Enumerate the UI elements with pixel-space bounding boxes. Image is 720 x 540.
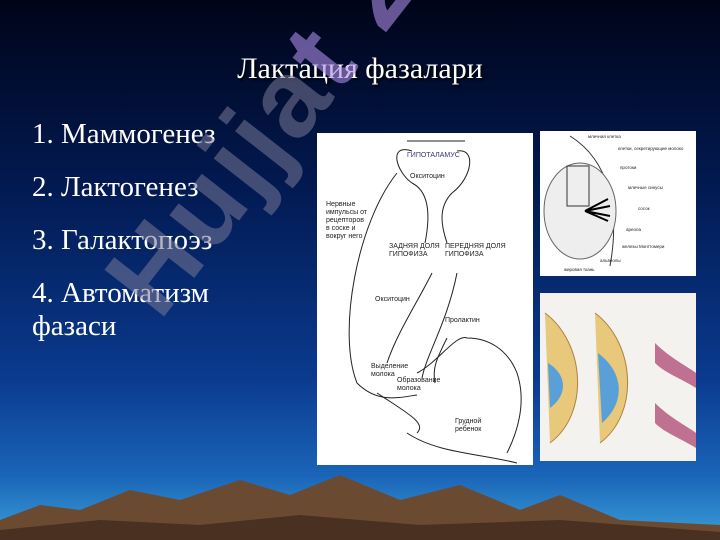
label: ареола (626, 227, 642, 232)
label-hypothalamus: ГИПОТАЛАМУС (407, 152, 460, 159)
label-prolactin: Пролактин (445, 317, 480, 324)
label-oxytocin-2: Окситоцин (375, 296, 410, 303)
breast-development-illustration (540, 293, 696, 461)
label-oxytocin: Окситоцин (410, 173, 445, 180)
label: протоки (620, 165, 637, 170)
list-item: 4. Автоматизм фазаси (32, 277, 210, 342)
label: железы Монтгомери (622, 244, 665, 249)
label: млечные синусы (628, 185, 663, 190)
list-item: 1. Маммогенез (32, 118, 216, 150)
list-item: 3. Галактопоэз (32, 224, 213, 256)
label: сосок (638, 206, 650, 211)
slide-title: Лактация фазалари (237, 52, 483, 85)
lactation-reflex-diagram: ГИПОТАЛАМУС Окситоцин Нервные импульсы о… (317, 133, 533, 465)
breast-drawing (543, 135, 617, 267)
label-milk-formation: Образование молока (397, 377, 441, 392)
mountains-decoration (0, 475, 720, 540)
phase-list: 1. Маммогенез 2. Лактогенез 3. Галактопо… (32, 118, 292, 343)
list-item: 2. Лактогенез (32, 171, 199, 203)
label-anterior-pituitary: ПЕРЕДНЯЯ ДОЛЯ ГИПОФИЗА (445, 243, 506, 258)
label-infant: Грудной ребенок (455, 418, 482, 433)
label-nerve-impulses: Нервные импульсы от рецепторов в соске и… (326, 201, 368, 240)
diagram-lines (348, 140, 522, 464)
label-posterior-pituitary: ЗАДНЯЯ ДОЛЯ ГИПОФИЗА (389, 243, 440, 258)
label: жировая ткань (564, 267, 595, 272)
breast-anatomy-diagram: млечная клетка клетки, секретирующие мол… (540, 131, 696, 276)
label-milk-ejection: Выделение молока (371, 363, 409, 378)
label: альвеолы (600, 258, 621, 263)
breast-sections (544, 312, 696, 448)
label: клетки, секретирующие молоко (618, 146, 684, 151)
label: млечная клетка (588, 134, 621, 139)
